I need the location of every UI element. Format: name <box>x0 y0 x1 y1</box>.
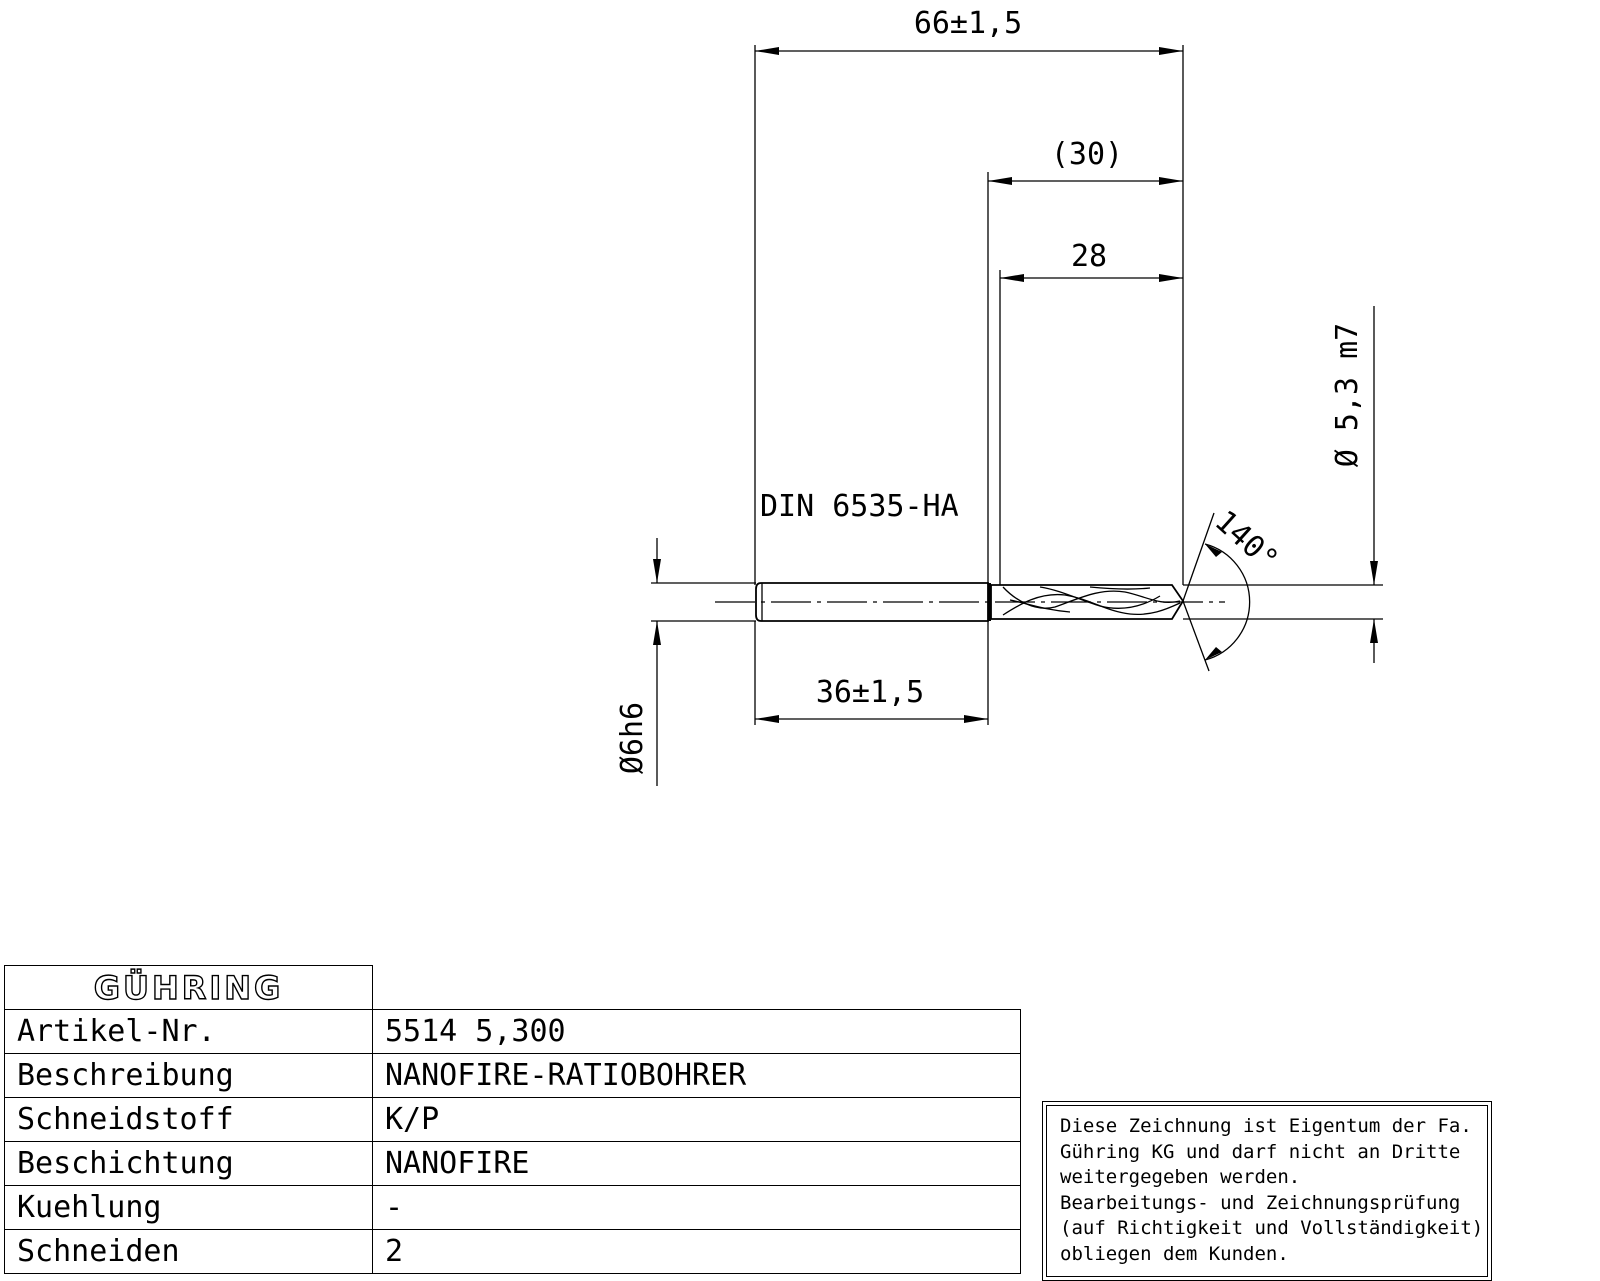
row-label: Schneidstoff <box>4 1097 373 1142</box>
title-block: GÜHRING Artikel-Nr. 5514 5,300 Beschreib… <box>4 965 1021 1274</box>
row-value: NANOFIRE-RATIOBOHRER <box>372 1053 1021 1098</box>
flute-length-label: 28 <box>1071 239 1107 274</box>
notice-line: (auf Richtigkeit und Vollständigkeit) <box>1060 1217 1484 1239</box>
table-row: Beschichtung NANOFIRE <box>4 1141 1021 1186</box>
standard-label: DIN 6535-HA <box>760 489 959 524</box>
shank-length-label: 36±1,5 <box>816 675 924 710</box>
notice-line: Bearbeitungs- und Zeichnungsprüfung <box>1060 1191 1461 1214</box>
shank-diameter-label: Ø6h6 <box>615 702 650 774</box>
row-label: Schneiden <box>4 1229 373 1274</box>
table-row: Kuehlung - <box>4 1185 1021 1230</box>
row-value: 5514 5,300 <box>372 1009 1021 1054</box>
flute-ref-label: (30) <box>1051 137 1123 172</box>
notice-line: Gühring KG und darf nicht an Dritte <box>1060 1140 1461 1163</box>
row-label: Beschichtung <box>4 1141 373 1186</box>
row-label: Beschreibung <box>4 1053 373 1098</box>
overall-length-dimension: 66±1,5 <box>754 6 1184 585</box>
point-angle-dimension: 140° <box>1204 504 1285 661</box>
table-row: Artikel-Nr. 5514 5,300 <box>4 1009 1021 1054</box>
drill-diameter-label: Ø 5,3 m7 <box>1330 323 1365 468</box>
table-row: Beschreibung NANOFIRE-RATIOBOHRER <box>4 1053 1021 1098</box>
shank-diameter-dimension: Ø6h6 <box>615 538 756 786</box>
row-value: - <box>372 1185 1021 1230</box>
row-value: 2 <box>372 1229 1021 1274</box>
notice-line: Diese Zeichnung ist Eigentum der Fa. <box>1060 1115 1472 1137</box>
copyright-notice-text: Diese Zeichnung ist Eigentum der Fa. Güh… <box>1046 1105 1488 1277</box>
notice-line: obliegen dem Kunden. <box>1060 1242 1289 1265</box>
row-value: K/P <box>372 1097 1021 1142</box>
drill-body <box>715 512 1225 672</box>
row-label: Artikel-Nr. <box>4 1009 373 1054</box>
drill-diameter-dimension: Ø 5,3 m7 <box>1183 306 1383 663</box>
copyright-notice: Diese Zeichnung ist Eigentum der Fa. Güh… <box>1042 1101 1492 1281</box>
point-angle-label: 140° <box>1208 504 1285 578</box>
guehring-logo: GÜHRING <box>93 968 284 1007</box>
logo-row-empty-cell <box>372 965 1021 1010</box>
logo-row: GÜHRING <box>4 965 1021 1010</box>
flute-ref-dimension: (30) <box>987 137 1183 585</box>
row-label: Kuehlung <box>4 1185 373 1230</box>
flute-length-dimension: 28 <box>999 239 1183 585</box>
logo-cell: GÜHRING <box>4 965 373 1010</box>
row-value: NANOFIRE <box>372 1141 1021 1186</box>
overall-length-label: 66±1,5 <box>914 6 1022 41</box>
table-row: Schneidstoff K/P <box>4 1097 1021 1142</box>
table-row: Schneiden 2 <box>4 1229 1021 1274</box>
shank-length-dimension: 36±1,5 <box>754 621 989 725</box>
notice-line: weitergegeben werden. <box>1060 1166 1301 1188</box>
